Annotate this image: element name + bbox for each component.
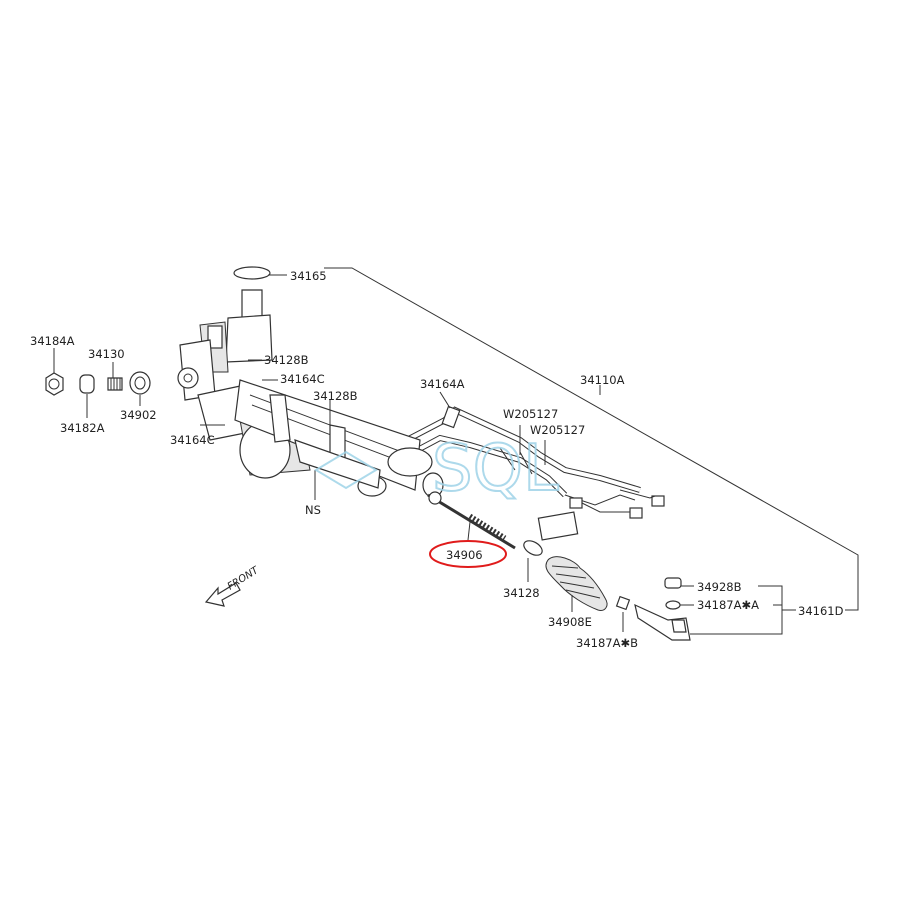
label-34908E: 34908E xyxy=(548,615,592,629)
label-34187A-A: 34187A✱A xyxy=(697,598,759,612)
label-34164C-top: 34164C xyxy=(280,372,325,386)
leader-lines xyxy=(53,274,796,635)
label-34165: 34165 xyxy=(290,269,327,283)
label-34164C-bottom: 34164C xyxy=(170,433,215,447)
label-34128B-mid: 34128B xyxy=(313,389,358,403)
label-34164A: 34164A xyxy=(420,377,465,391)
label-34182A: 34182A xyxy=(60,421,105,435)
label-W205127-b: W205127 xyxy=(530,423,585,437)
watermark-text: SQL xyxy=(432,432,559,506)
label-34184A: 34184A xyxy=(30,334,75,348)
label-34928B: 34928B xyxy=(697,580,742,594)
label-34902: 34902 xyxy=(120,408,157,422)
pipe-assembly xyxy=(376,405,665,541)
watermark: SQL xyxy=(314,431,560,507)
highlight-ring-34906 xyxy=(429,540,507,568)
label-34128: 34128 xyxy=(503,586,540,600)
boot-and-tie-rod-end xyxy=(523,540,691,641)
label-34906: 34906 xyxy=(446,548,483,562)
label-34130: 34130 xyxy=(88,347,125,361)
steering-gear-housing xyxy=(177,266,444,498)
label-34128B-top: 34128B xyxy=(264,353,309,367)
inner-tie-rod-34906 xyxy=(427,491,516,550)
front-arrow: FRONT xyxy=(204,565,262,607)
left-loose-parts xyxy=(45,371,151,396)
label-34110A: 34110A xyxy=(580,373,625,387)
assembly-bracket-line xyxy=(324,267,859,611)
label-34161D: 34161D xyxy=(798,604,844,618)
label-NS: NS xyxy=(305,503,321,517)
front-label: FRONT xyxy=(226,565,262,593)
label-34187A-B: 34187A✱B xyxy=(576,636,638,650)
part-labels: 34165 34184A 34130 34182A 34902 34128B 3… xyxy=(30,269,844,650)
label-W205127-a: W205127 xyxy=(503,407,558,421)
